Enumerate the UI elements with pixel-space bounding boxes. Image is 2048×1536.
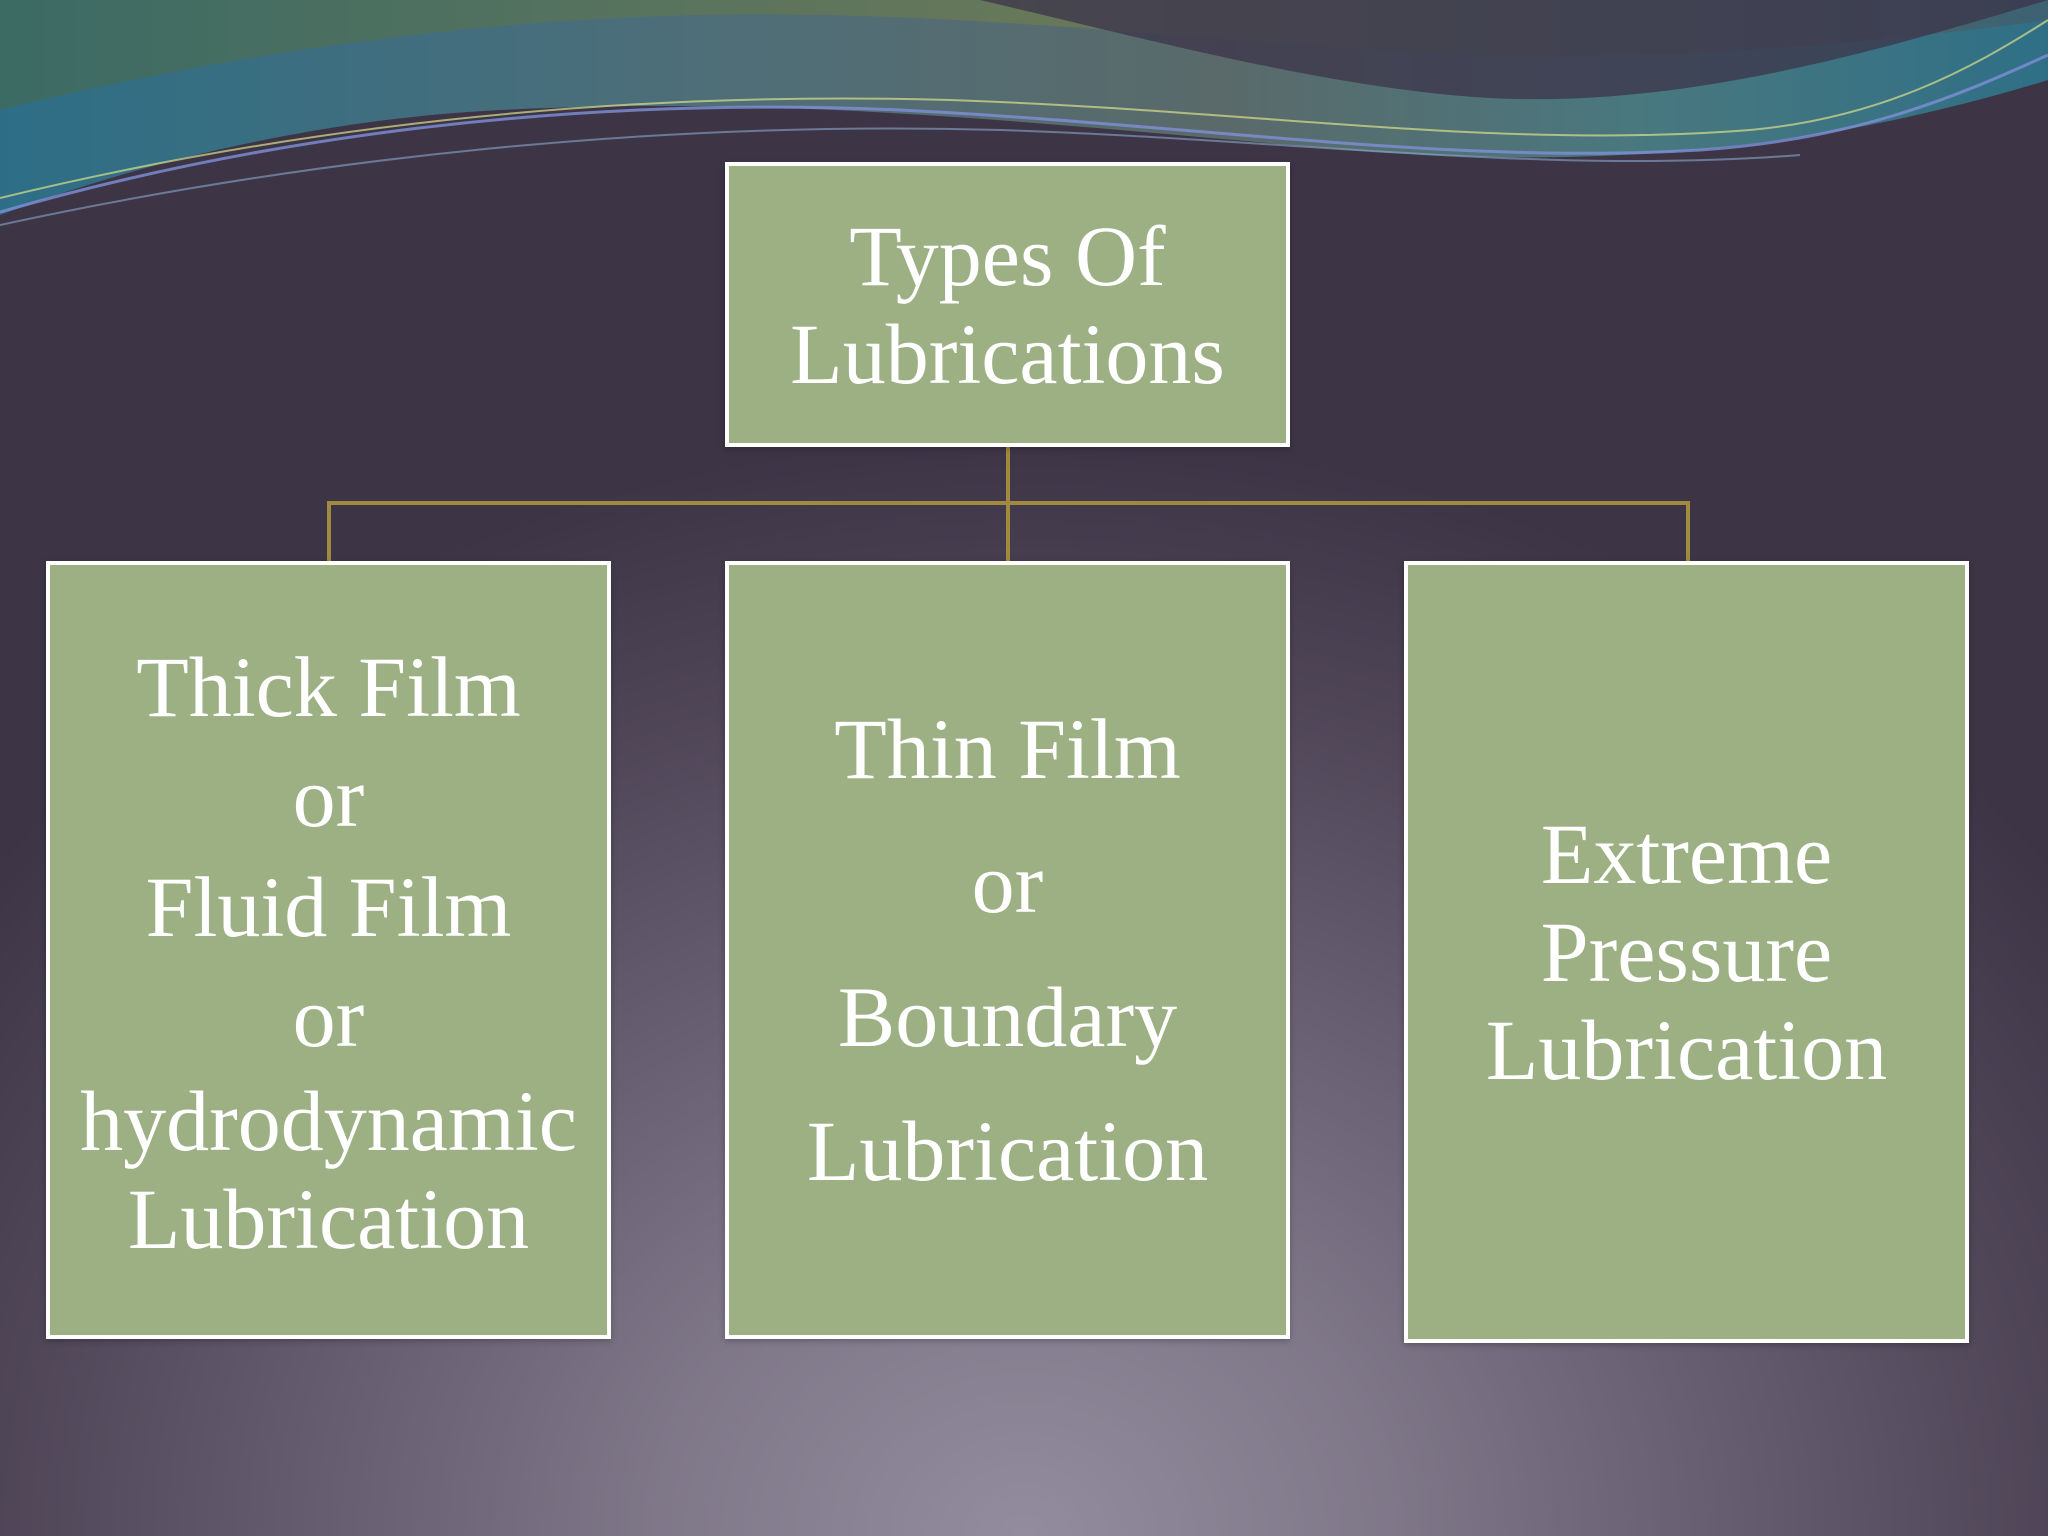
node-extreme-pressure-lubrication: Extreme Pressure Lubrication (1404, 561, 1969, 1343)
decorative-wave-header (0, 0, 2048, 226)
node-thick-film-lubrication: Thick Film or Fluid Film or hydrodynamic… (46, 561, 611, 1339)
node-line: Lubrication (1485, 1002, 1888, 1098)
node-line: or (292, 749, 365, 845)
node-line: Extreme (1540, 806, 1833, 902)
node-line: or (971, 835, 1044, 931)
node-line: Boundary (837, 969, 1178, 1065)
root-node-line: Types Of (849, 207, 1166, 304)
node-line: Thick Film (136, 639, 521, 735)
root-node-line: Lubrications (790, 305, 1225, 402)
node-thin-film-lubrication: Thin Film or Boundary Lubrication (725, 561, 1290, 1339)
node-line: or (292, 969, 365, 1065)
node-line: Thin Film (834, 701, 1181, 797)
node-line: hydrodynamic (80, 1073, 577, 1169)
node-line: Pressure (1540, 904, 1833, 1000)
node-line: Lubrication (127, 1171, 530, 1267)
root-node-types-of-lubrications: Types Of Lubrications (725, 162, 1290, 447)
node-line: Fluid Film (145, 859, 512, 955)
node-line: Lubrication (806, 1103, 1209, 1199)
